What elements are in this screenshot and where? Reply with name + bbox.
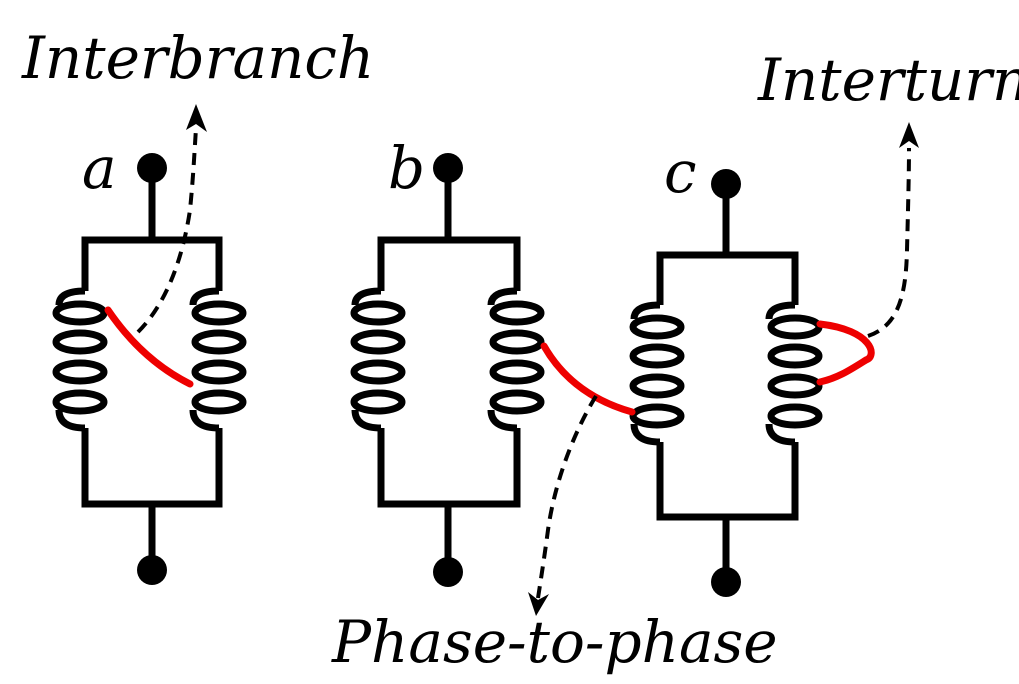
interturn-label: Interturn	[757, 46, 1019, 114]
phase-a-winding	[52, 153, 247, 585]
phase-b-winding	[350, 153, 545, 587]
phase-a-right-coil	[189, 287, 247, 432]
phase-c-bottom-terminal	[711, 567, 741, 597]
phase-b-bottom-terminal	[433, 557, 463, 587]
phase-b-left-coil	[350, 287, 406, 432]
interbranch-arrow	[136, 104, 207, 334]
phase-a-label: a	[82, 134, 117, 202]
interbranch-label: Interbranch	[21, 24, 374, 92]
phase-b-right-coil	[487, 287, 545, 432]
phase-to-phase-fault-line	[540, 342, 636, 416]
phase-c-label: c	[664, 138, 696, 206]
phase-c-right-coil	[765, 301, 823, 446]
interturn-arrow	[867, 122, 919, 338]
phase-c-left-coil	[629, 301, 685, 446]
interbranch-fault-line	[104, 306, 194, 388]
interturn-fault-line	[816, 320, 875, 386]
phase-to-phase-arrow	[528, 394, 598, 616]
phase-c-winding	[629, 169, 823, 597]
phase-a-bottom-terminal	[137, 555, 167, 585]
phase-to-phase-label: Phase-to-phase	[331, 608, 778, 676]
phase-a-left-coil	[52, 287, 108, 432]
phase-b-label: b	[388, 134, 425, 202]
